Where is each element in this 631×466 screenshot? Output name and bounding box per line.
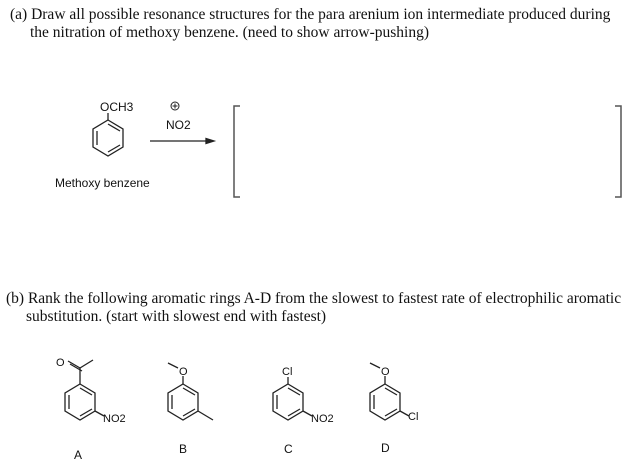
left-bracket xyxy=(233,105,240,198)
molecule-a-structure xyxy=(64,359,105,421)
molecule-c-letter: C xyxy=(284,442,293,456)
molecule-d-structure xyxy=(369,362,410,421)
molecule-a-letter: A xyxy=(74,448,82,462)
methoxy-benzene-structure xyxy=(92,113,124,157)
question-a-line2: the nitration of methoxy benzene. (need … xyxy=(30,24,430,41)
right-bracket xyxy=(615,105,622,198)
question-a-text: (a) Draw all possible resonance structur… xyxy=(10,6,610,42)
substituent-label-och3: OCH3 xyxy=(100,100,134,114)
molecule-a-carbonyl-o: O xyxy=(56,357,65,369)
reagent-label-no2: NO2 xyxy=(166,118,191,132)
molecule-c-structure xyxy=(272,377,313,421)
positive-charge-icon xyxy=(170,101,180,111)
molecule-b-letter: B xyxy=(179,442,187,456)
molecule-d-chloro-label: Cl xyxy=(408,411,418,423)
question-b-line1: (b) Rank the following aromatic rings A-… xyxy=(6,290,622,307)
question-b-line2: substitution. (start with slowest end wi… xyxy=(26,308,327,325)
question-a-line1: (a) Draw all possible resonance structur… xyxy=(10,6,611,23)
molecule-d-letter: D xyxy=(381,441,390,455)
molecule-d-oxygen: O xyxy=(381,366,390,378)
molecule-c-chloro-label: Cl xyxy=(282,366,292,378)
molecule-c-nitro-label: NO2 xyxy=(311,413,334,425)
question-b-text: (b) Rank the following aromatic rings A-… xyxy=(6,290,621,326)
molecule-b-oxygen: O xyxy=(179,366,188,378)
reaction-arrow xyxy=(150,137,217,145)
compound-name-label: Methoxy benzene xyxy=(55,176,150,190)
molecule-b-structure xyxy=(167,362,214,421)
molecule-a-nitro-label: NO2 xyxy=(103,413,126,425)
